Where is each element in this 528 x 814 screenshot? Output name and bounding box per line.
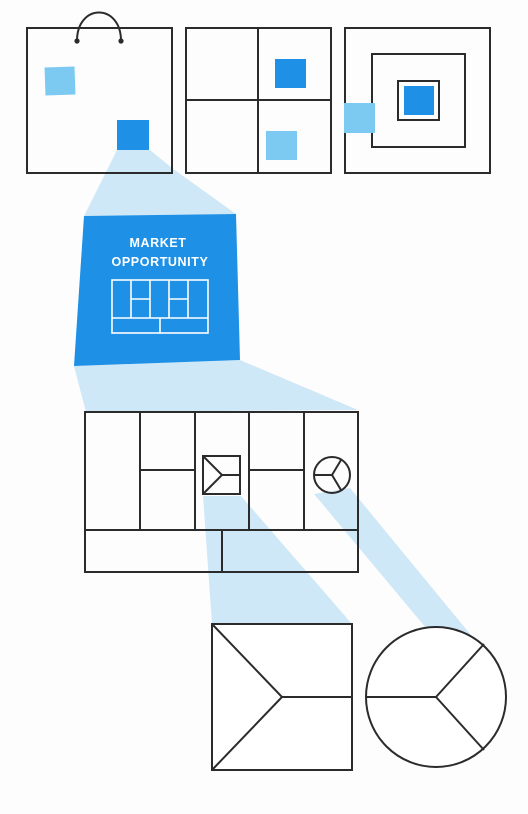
grid-square-dark [275,59,306,88]
beam-envelope-to-detail [203,496,352,624]
beam-card-to-canvas [74,360,358,412]
market-opportunity-card: MARKET OPPORTUNITY [74,214,240,366]
nested-squares-icon [344,27,491,174]
grid-square-light [266,131,297,160]
card-title-line-2: OPPORTUNITY [112,255,209,269]
canvas-envelope-icon [202,455,241,495]
canvas-grid-icon [111,279,209,334]
pie-chart-detail-icon [365,626,507,768]
beam-bag-to-card [84,150,236,216]
quadrant-grid-icon [185,27,332,174]
projection-beams [74,150,475,640]
bag-square-light [44,66,76,96]
beam-pie-to-detail [314,488,475,640]
nested-square-dark [404,86,434,115]
bag-square-dark [117,120,149,150]
business-model-canvas-icon [84,411,359,573]
shopping-bag-icon [26,11,173,174]
card-title-line-1: MARKET [129,236,186,250]
nested-square-light [344,103,375,133]
canvas-pie-chart-icon [313,456,351,494]
envelope-detail-icon [211,623,353,771]
